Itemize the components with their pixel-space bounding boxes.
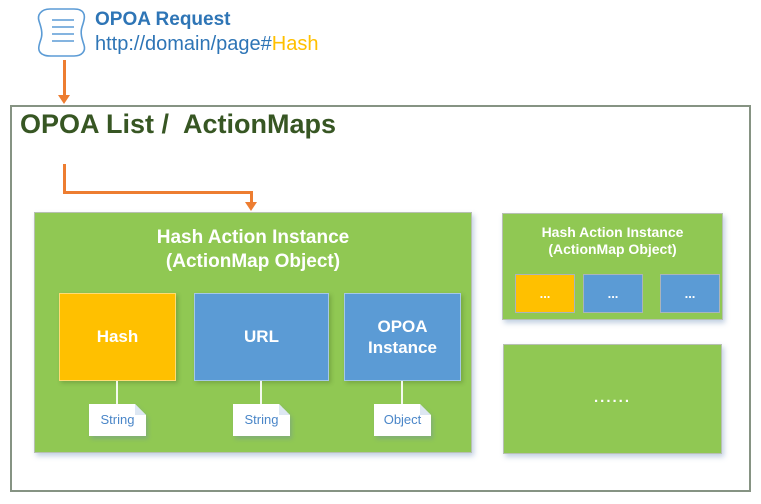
member-box-hash: Hash [59, 293, 176, 381]
instance-title: Hash Action Instance (ActionMap Object) [35, 226, 471, 274]
member-box-url: URL [194, 293, 329, 381]
instance-title-line2: (ActionMap Object) [165, 250, 341, 272]
request-title: OPOA Request [95, 9, 231, 30]
collapsed-instance-box: Hash Action Instance (ActionMap Object) … [502, 213, 723, 320]
request-arrow-line [63, 60, 66, 95]
more-instances-label: ...... [593, 389, 631, 406]
elbow-arrow-horizontal [63, 191, 253, 194]
member-connector [116, 381, 118, 404]
collapsed-member-box: ... [660, 274, 720, 313]
collapsed-title-line2: (ActionMap Object) [548, 240, 677, 257]
elbow-arrow-stub [250, 191, 253, 202]
more-instances-box: ...... [503, 344, 722, 454]
document-scroll-icon [37, 8, 86, 57]
type-note-label: Object [374, 404, 431, 436]
member-connector [260, 381, 262, 404]
member-box-opoa-instance: OPOA Instance [344, 293, 461, 381]
elbow-arrow-head [245, 202, 257, 211]
elbow-arrow-vertical [63, 164, 66, 194]
instance-title-line1: Hash Action Instance [156, 227, 350, 248]
collapsed-instance-title: Hash Action Instance (ActionMap Object) [503, 224, 722, 258]
type-note-url: String [233, 404, 290, 436]
url-prefix: http://domain/page# [95, 33, 272, 55]
collapsed-title-line1: Hash Action Instance [541, 224, 684, 240]
member-label: OPOA Instance [368, 316, 437, 357]
collapsed-member-box: ... [515, 274, 575, 313]
request-arrow-head [58, 95, 70, 104]
collapsed-member-box: ... [583, 274, 643, 313]
member-label: Hash [96, 327, 139, 347]
opoa-list-title: OPOA List / ActionMaps [20, 109, 337, 139]
request-url: http://domain/page#Hash [95, 33, 319, 56]
type-note-hash: String [89, 404, 146, 436]
type-note-label: String [89, 404, 146, 436]
type-note-opoa-instance: Object [374, 404, 431, 436]
member-connector [401, 381, 403, 404]
url-hash-highlight: Hash [271, 33, 319, 55]
member-label: URL [244, 327, 279, 347]
hash-action-instance-box: Hash Action Instance (ActionMap Object) … [34, 212, 472, 453]
type-note-label: String [233, 404, 290, 436]
